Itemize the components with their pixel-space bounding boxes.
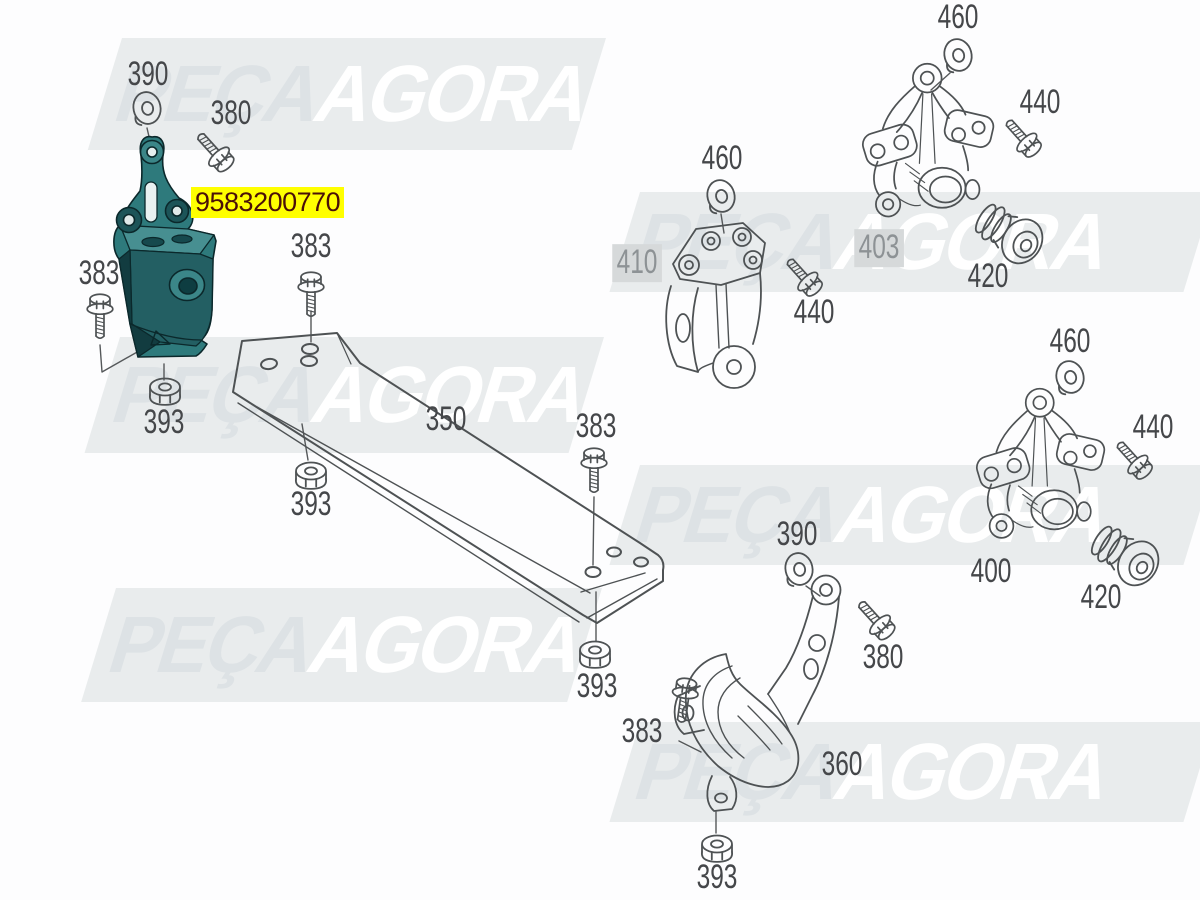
bolt-383-drawing <box>297 271 325 318</box>
washer-460-drawing <box>939 35 977 75</box>
callout-383: 383 <box>78 254 120 293</box>
callout-393: 393 <box>696 858 738 897</box>
bracket-403-drawing <box>859 62 997 218</box>
callout-400: 400 <box>970 552 1012 591</box>
callout-383: 383 <box>290 227 332 266</box>
callout-383: 383 <box>575 407 617 446</box>
nut-393-drawing <box>148 377 182 406</box>
callout-393: 393 <box>290 485 332 524</box>
callout-440: 440 <box>1019 83 1061 122</box>
callout-410: 410 <box>612 244 662 282</box>
bolt-383-drawing <box>580 447 608 494</box>
bracket-360-drawing <box>673 574 842 812</box>
washer-460-drawing <box>702 176 740 216</box>
callout-403: 403 <box>854 229 904 267</box>
callout-380: 380 <box>210 94 252 133</box>
callout-383: 383 <box>621 712 663 751</box>
callout-360: 360 <box>821 745 863 784</box>
callout-420: 420 <box>1080 578 1122 617</box>
bolt-383-drawing <box>86 293 114 340</box>
bolt-380-drawing <box>189 125 240 178</box>
callout-350: 350 <box>425 400 467 439</box>
bracket-410-drawing <box>665 222 766 389</box>
grommet-390-drawing <box>129 88 165 128</box>
highlighted-part-number: 9583200770 <box>191 187 345 218</box>
bracket-400-drawing <box>973 387 1108 539</box>
nut-393-drawing <box>578 640 612 669</box>
highlighted-bracket-9583200770-drawing <box>113 135 217 358</box>
callout-393: 393 <box>576 667 618 706</box>
bolt-380-drawing <box>850 593 901 646</box>
callout-440: 440 <box>793 293 835 332</box>
callout-390: 390 <box>776 515 818 554</box>
callout-460: 460 <box>937 0 979 37</box>
grommet-390-drawing <box>781 549 817 589</box>
washer-460-drawing <box>1051 357 1089 397</box>
callout-390: 390 <box>127 55 169 94</box>
callout-460: 460 <box>701 139 743 178</box>
crossmember-350-drawing <box>232 332 665 624</box>
callout-420: 420 <box>967 257 1009 296</box>
callout-440: 440 <box>1132 408 1174 447</box>
callout-393: 393 <box>143 403 185 442</box>
bolt-383-drawing <box>667 675 701 725</box>
callout-460: 460 <box>1049 322 1091 361</box>
callout-380: 380 <box>862 638 904 677</box>
